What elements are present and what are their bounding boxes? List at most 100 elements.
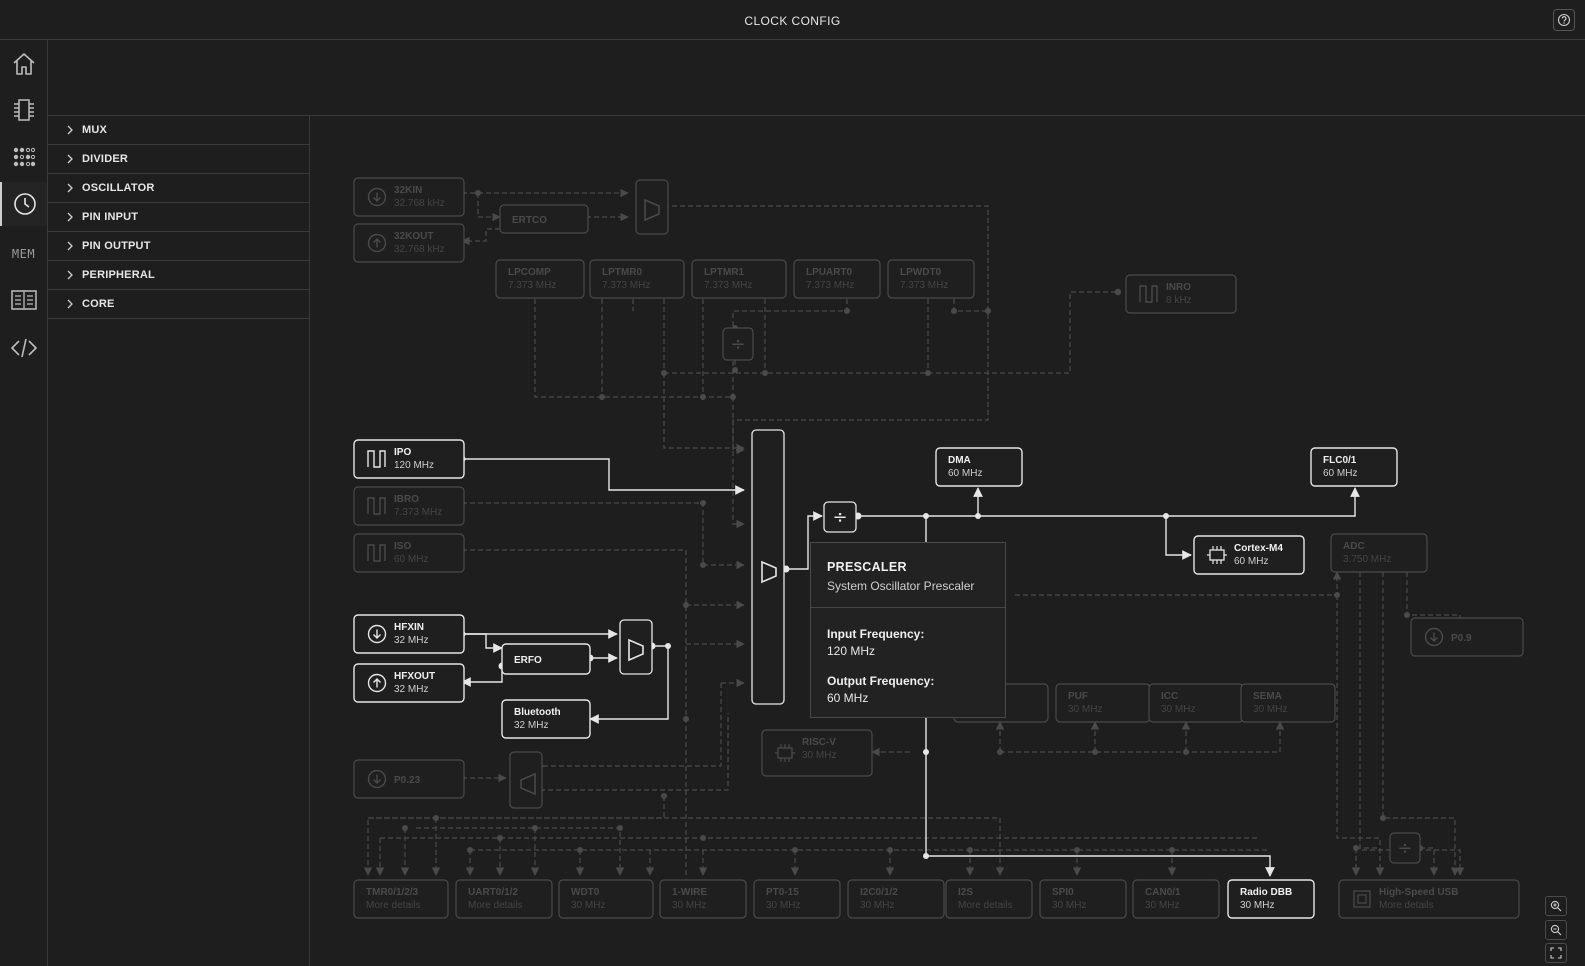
divider-prescaler[interactable]: ÷	[823, 501, 857, 533]
node-flc[interactable]: FLC0/160 MHz	[1310, 447, 1398, 487]
fit-view-button[interactable]	[1545, 943, 1567, 963]
arrow-up-icon	[367, 233, 387, 253]
category-core[interactable]: CORE	[48, 290, 309, 319]
chevron-right-icon	[62, 122, 78, 138]
arrow-down-icon	[367, 187, 387, 207]
oscillator-pulse-icon	[367, 450, 386, 468]
node-frequency: More details	[366, 900, 420, 911]
node-title: RISC-V	[802, 737, 836, 748]
node-frequency: 7.373 MHz	[900, 280, 948, 291]
nav-docs[interactable]	[0, 278, 47, 322]
mux-p023[interactable]	[509, 751, 543, 809]
chip-icon	[1207, 546, 1227, 564]
tooltip-divider	[811, 607, 1005, 608]
help-button[interactable]	[1553, 9, 1575, 31]
divider-lp[interactable]: ÷	[722, 327, 754, 361]
node-title: HFXIN	[394, 622, 424, 633]
nav-code[interactable]	[0, 326, 47, 370]
arrow-down-icon	[1424, 627, 1444, 647]
title-bar: CLOCK CONFIG	[0, 0, 1585, 40]
node-frequency: 32 MHz	[394, 635, 428, 646]
chevron-right-icon	[62, 238, 78, 254]
nav-memory[interactable]: MEM	[0, 232, 47, 276]
category-pin-output[interactable]: PIN OUTPUT	[48, 232, 309, 261]
tooltip-input-value: 120 MHz	[827, 644, 876, 658]
node-frequency: More details	[1379, 900, 1433, 911]
sidebar: MUX DIVIDER OSCILLATOR PIN INPUT PIN OUT…	[48, 116, 310, 966]
category-oscillator[interactable]: OSCILLATOR	[48, 174, 309, 203]
node-frequency: 30 MHz	[802, 750, 836, 761]
nav-pin-config[interactable]	[0, 88, 47, 132]
divider-usb[interactable]: ÷	[1389, 832, 1421, 864]
node-title: PUF	[1068, 691, 1088, 702]
category-mux[interactable]: MUX	[48, 116, 309, 145]
node-frequency: 32.768 kHz	[394, 198, 445, 209]
book-icon	[10, 290, 37, 310]
zoom-in-button[interactable]	[1545, 896, 1567, 916]
node-can[interactable]: CAN0/130 MHz	[1132, 879, 1220, 919]
nav-home[interactable]	[0, 42, 47, 86]
node-riscv[interactable]: RISC-V 30 MHz	[761, 729, 873, 777]
node-ertco[interactable]: ERTCO	[499, 204, 589, 234]
toolbar-area	[48, 40, 1585, 116]
node-frequency: 60 MHz	[1323, 468, 1357, 479]
node-title: ISO	[394, 541, 411, 552]
nav-peripherals[interactable]	[0, 136, 47, 180]
nav-clock-config[interactable]	[0, 182, 47, 226]
node-title: 32KOUT	[394, 231, 433, 242]
node-hfxin[interactable]: HFXIN 32 MHz	[353, 614, 465, 654]
zoom-out-button[interactable]	[1545, 920, 1567, 940]
mux-32k[interactable]	[635, 179, 669, 235]
node-erfo[interactable]: ERFO	[501, 643, 591, 675]
node-title: P0.23	[394, 775, 421, 786]
tooltip-input-label: Input Frequency:	[827, 627, 925, 641]
node-p09[interactable]: P0.9	[1410, 617, 1524, 657]
node-i2c[interactable]: I2C0/1/230 MHz	[847, 879, 945, 919]
arrow-down-icon	[367, 624, 387, 644]
node-frequency: 30 MHz	[571, 900, 605, 911]
category-peripheral[interactable]: PERIPHERAL	[48, 261, 309, 290]
node-frequency: 32 MHz	[514, 720, 548, 731]
category-pin-input[interactable]: PIN INPUT	[48, 203, 309, 232]
node-title: SEMA	[1253, 691, 1282, 702]
node-frequency: 8 kHz	[1166, 295, 1192, 306]
node-title: SPI0	[1052, 887, 1074, 898]
app-title: CLOCK CONFIG	[744, 14, 841, 28]
chip-icon	[775, 744, 795, 762]
node-p023[interactable]: P0.23	[353, 759, 465, 799]
mux-erfo[interactable]	[619, 619, 653, 675]
mux-system-clock[interactable]	[751, 429, 785, 705]
category-divider[interactable]: DIVIDER	[48, 145, 309, 174]
category-label: PERIPHERAL	[82, 269, 155, 281]
node-title: ADC	[1343, 541, 1365, 552]
